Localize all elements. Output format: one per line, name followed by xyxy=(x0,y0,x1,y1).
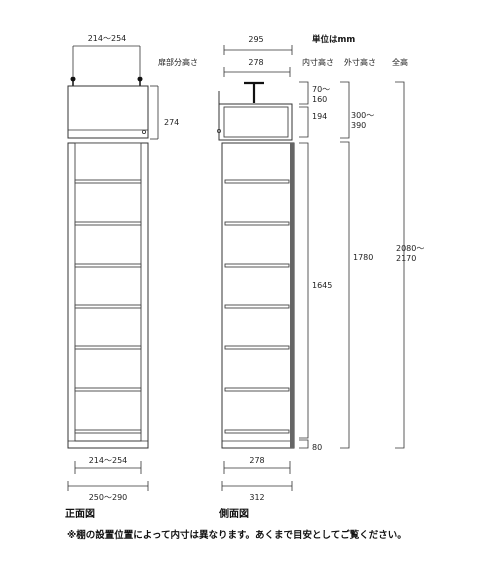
shelf-board xyxy=(224,429,290,434)
front-view-title: 正面図 xyxy=(65,508,95,520)
side-view-title: 側面図 xyxy=(218,507,249,520)
front-top-width-label: 214～254 xyxy=(88,34,127,43)
upper-outer-label: 300～390 xyxy=(351,111,374,130)
shelf-board xyxy=(224,304,290,309)
inner-height-header: 内寸高さ xyxy=(302,57,334,67)
main-inner-label: 1645 xyxy=(312,281,332,290)
front-left-bolt xyxy=(70,76,76,82)
side-upper-cabinet-top xyxy=(218,91,224,105)
side-main-body xyxy=(221,142,295,449)
side-view: 295 278 278 312 側面図 xyxy=(216,35,405,520)
unit-label: 単位はmm xyxy=(312,34,355,45)
side-top-depth-label: 295 xyxy=(248,35,263,44)
side-inner-depth-label: 278 xyxy=(249,456,264,465)
shelf-board xyxy=(224,221,290,226)
front-upper-cabinet xyxy=(67,85,149,139)
front-view: 214～254 274 214～254 250～290 正面図 xyxy=(65,34,179,520)
upper-gap-label: 70～160 xyxy=(312,85,330,104)
front-shelves xyxy=(74,179,142,434)
shelf-board xyxy=(74,263,142,268)
shelf-board xyxy=(74,345,142,350)
shelf-board xyxy=(74,179,142,184)
main-outer-label: 1780 xyxy=(353,253,373,262)
shelf-board xyxy=(74,221,142,226)
shelf-board xyxy=(224,345,290,350)
footnote: ※棚の設置位置によって内寸は異なります。あくまで目安としてご覧ください。 xyxy=(67,529,407,541)
door-height-header: 扉部分高さ xyxy=(158,57,198,67)
outer-height-header: 外寸高さ xyxy=(344,57,376,67)
total-height-label: 2080～2170 xyxy=(396,244,424,263)
shelf-board xyxy=(74,429,142,434)
shelf-board xyxy=(224,387,290,392)
upper-inner-label: 194 xyxy=(312,112,327,121)
front-outer-width-label: 250～290 xyxy=(89,493,128,502)
shelf-board xyxy=(74,304,142,309)
side-back-panel xyxy=(290,143,294,448)
door-height-value: 274 xyxy=(164,118,179,127)
base-height-label: 80 xyxy=(312,443,322,452)
front-inner-frame xyxy=(74,142,142,442)
side-outer-depth-label: 312 xyxy=(249,493,264,502)
total-height-header: 全高 xyxy=(392,57,408,67)
side-shelves xyxy=(224,179,290,434)
shelf-board xyxy=(224,179,290,184)
shelf-board xyxy=(224,263,290,268)
shelf-board xyxy=(74,387,142,392)
front-inner-width-label: 214～254 xyxy=(89,456,128,465)
side-top-inner-depth-label: 278 xyxy=(248,58,263,67)
front-right-bolt xyxy=(137,76,143,82)
